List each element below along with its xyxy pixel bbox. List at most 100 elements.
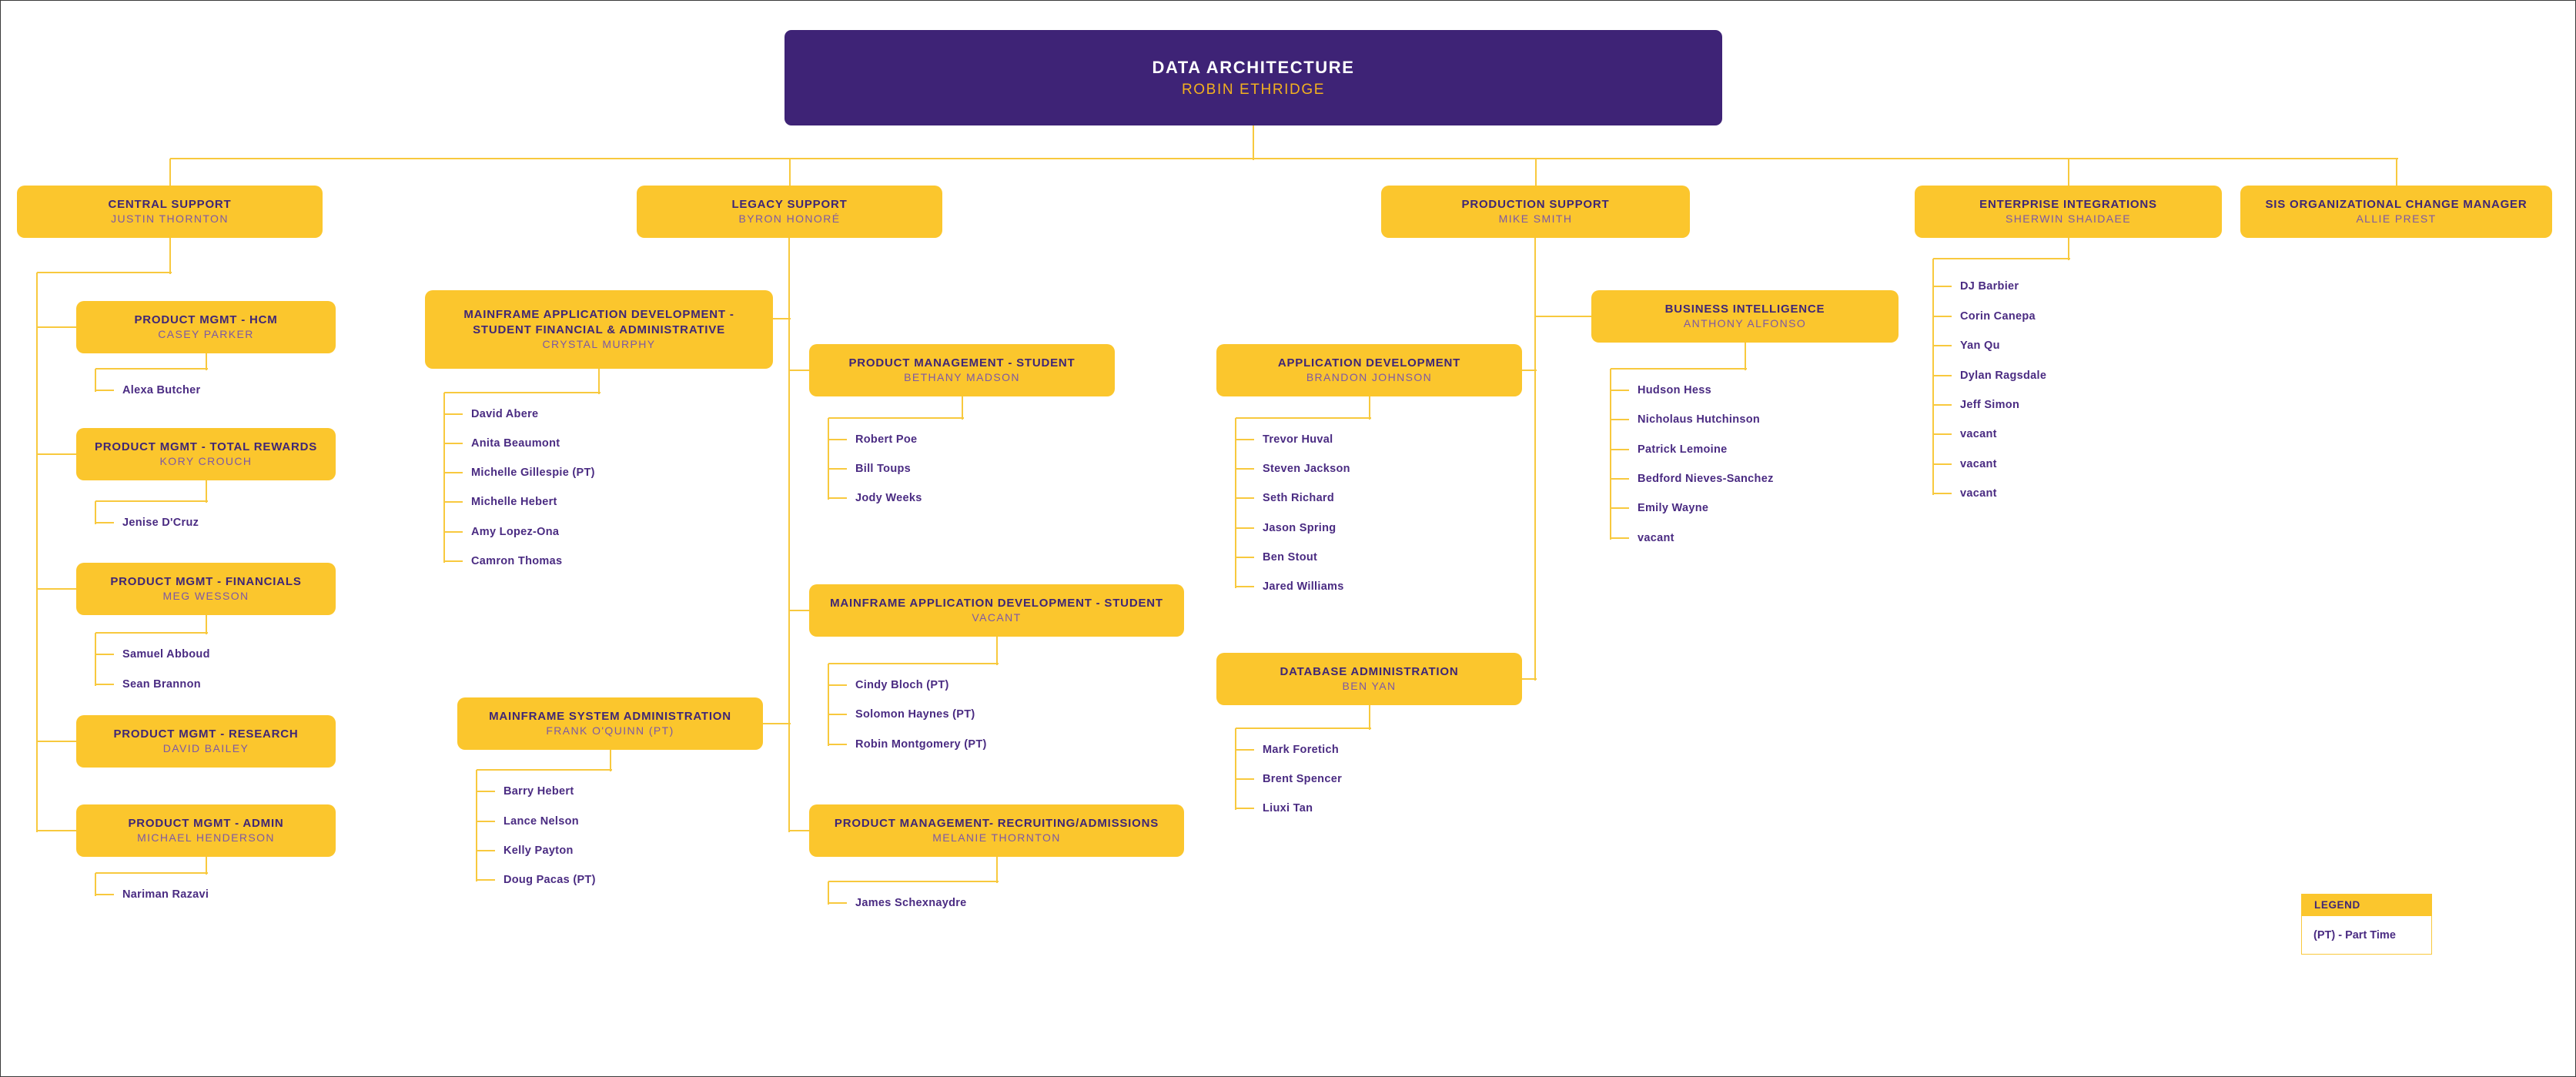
org-box-manager-name: MELANIE THORNTON (932, 831, 1061, 845)
member-name: Michelle Hebert (471, 496, 557, 508)
member-name: Kelly Payton (503, 845, 574, 857)
org-box-title: MAINFRAME SYSTEM ADMINISTRATION (489, 709, 731, 723)
org-box-title: PRODUCT MANAGEMENT- RECRUITING/ADMISSION… (834, 816, 1159, 830)
connector-line (95, 368, 208, 370)
org-box-data-architecture: DATA ARCHITECTURE ROBIN ETHRIDGE (785, 30, 1722, 125)
connector-line (828, 418, 829, 500)
member-tick-line (95, 522, 114, 523)
org-box-manager-name: ALLIE PREST (2356, 212, 2437, 226)
connector-line (828, 881, 999, 882)
connector-line (1610, 369, 1611, 540)
connector-line (205, 615, 207, 634)
member-tick-line (444, 413, 463, 415)
connector-line (1522, 678, 1537, 680)
org-box-manager-name: BYRON HONORÉ (738, 212, 841, 226)
member-name: Jody Weeks (855, 492, 922, 504)
connector-line (828, 881, 829, 905)
org-box-title: MAINFRAME APPLICATION DEVELOPMENT - STUD… (830, 596, 1163, 610)
member-name: vacant (1960, 428, 1997, 440)
member-tick-line (1933, 316, 1952, 317)
legend: LEGEND (PT) - Part Time (2301, 894, 2432, 955)
root-manager-name: ROBIN ETHRIDGE (1181, 81, 1326, 98)
org-box-pm-recruiting: PRODUCT MANAGEMENT- RECRUITING/ADMISSION… (809, 804, 1184, 857)
connector-line (477, 769, 612, 771)
connector-line (789, 610, 811, 611)
member-tick-line (1933, 404, 1952, 406)
org-box-title: PRODUCT MANAGEMENT - STUDENT (848, 356, 1076, 370)
member-tick-line (1611, 478, 1629, 480)
connector-line (205, 857, 207, 875)
member-tick-line (1236, 749, 1254, 751)
connector-line (36, 273, 38, 832)
connector-line (788, 238, 790, 832)
org-box-manager-name: SHERWIN SHAIDAEE (2006, 212, 2131, 226)
org-box-manager-name: JUSTIN THORNTON (111, 212, 229, 226)
connector-line (1534, 238, 1536, 681)
member-tick-line (1933, 375, 1952, 376)
connector-line (37, 588, 78, 590)
connector-line (1611, 368, 1747, 370)
member-tick-line (1611, 537, 1629, 539)
member-name: DJ Barbier (1960, 280, 2019, 293)
org-box-title: DATABASE ADMINISTRATION (1280, 664, 1459, 678)
connector-line (95, 632, 208, 634)
connector-line (1236, 727, 1371, 729)
member-name: Nariman Razavi (122, 888, 209, 901)
member-tick-line (828, 497, 847, 499)
member-name: Michelle Gillespie (PT) (471, 467, 595, 479)
member-name: Bill Toups (855, 463, 912, 475)
connector-line (476, 770, 477, 881)
member-name: Doug Pacas (PT) (503, 874, 596, 886)
member-tick-line (1236, 468, 1254, 470)
org-box-title: SIS ORGANIZATIONAL CHANGE MANAGER (2265, 197, 2527, 211)
connector-line (763, 723, 791, 724)
connector-line (169, 238, 171, 274)
member-name: Trevor Huval (1263, 433, 1333, 446)
connector-line (828, 663, 999, 664)
connector-line (1932, 259, 1934, 495)
org-box-title: BUSINESS INTELLIGENCE (1664, 302, 1825, 316)
connector-line (789, 830, 811, 831)
member-tick-line (828, 714, 847, 715)
org-box-manager-name: MIKE SMITH (1498, 212, 1573, 226)
member-name: Camron Thomas (471, 555, 563, 567)
org-box-mad-sfa: MAINFRAME APPLICATION DEVELOPMENT - STUD… (425, 290, 773, 369)
connector-line (789, 370, 811, 371)
member-tick-line (444, 472, 463, 473)
member-tick-line (1933, 433, 1952, 435)
connector-line (773, 318, 791, 319)
member-name: Corin Canepa (1960, 310, 2036, 323)
connector-line (95, 633, 96, 686)
connector-line (961, 396, 963, 420)
member-name: Dylan Ragsdale (1960, 370, 2047, 382)
member-name: James Schexnaydre (855, 897, 967, 909)
connector-line (443, 393, 445, 563)
member-tick-line (95, 894, 114, 895)
connector-line (37, 741, 78, 742)
connector-line (1933, 258, 2070, 259)
member-tick-line (1236, 497, 1254, 499)
org-box-title: PRODUCT MGMT - HCM (134, 313, 278, 326)
org-box-manager-name: BETHANY MADSON (904, 371, 1020, 384)
org-box-title: PRODUCT MGMT - ADMIN (128, 816, 284, 830)
connector-line (95, 501, 96, 524)
connector-line (37, 326, 78, 328)
member-tick-line (477, 791, 495, 792)
member-name: Alexa Butcher (122, 384, 201, 396)
branch-stub-line (788, 159, 791, 187)
member-name: Barry Hebert (503, 785, 574, 798)
org-box-title: CENTRAL SUPPORT (108, 197, 232, 211)
org-box-manager-name: DAVID BAILEY (162, 742, 249, 755)
member-name: vacant (1638, 532, 1674, 544)
connector-line (444, 392, 601, 393)
member-name: Nicholaus Hutchinson (1638, 413, 1761, 426)
member-name: Patrick Lemoine (1638, 443, 1728, 456)
branch-stub-line (169, 159, 171, 187)
